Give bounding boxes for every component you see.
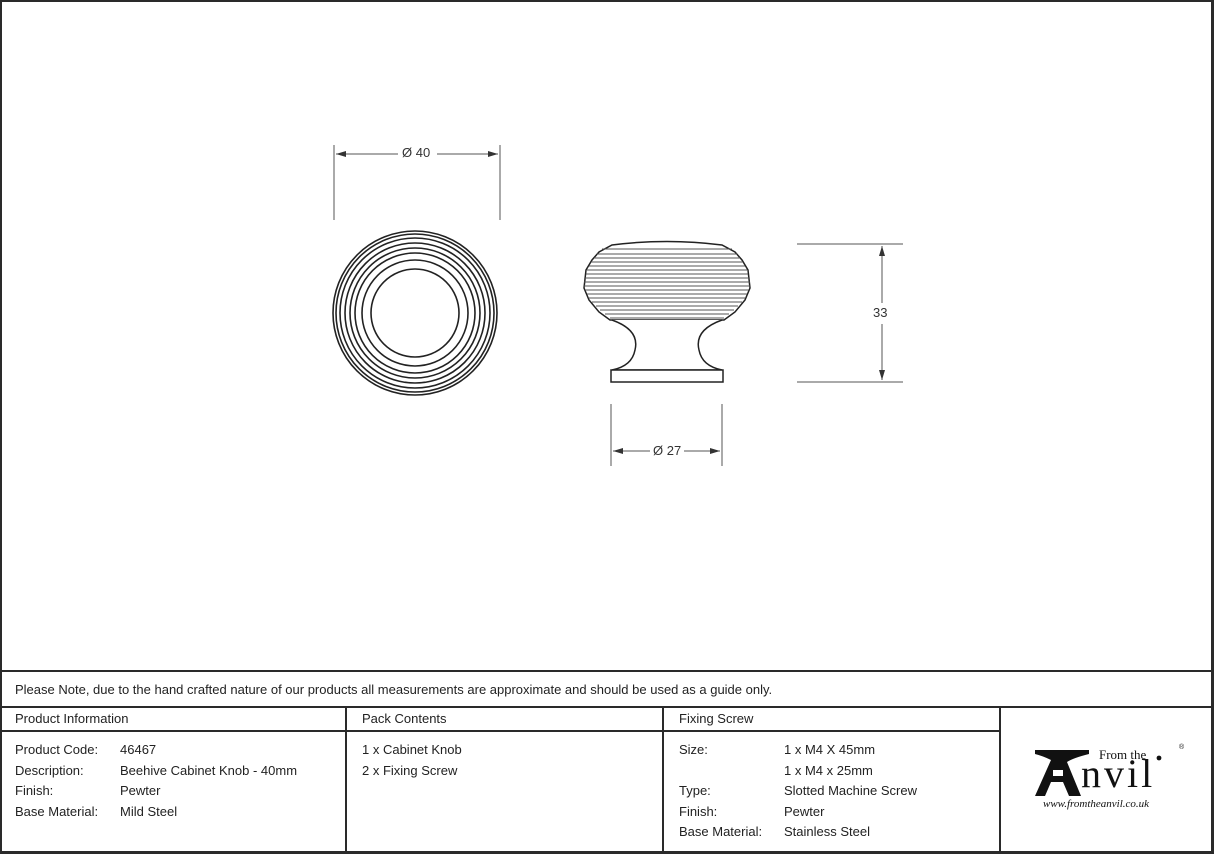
- logo-from-the: From the: [1099, 747, 1147, 762]
- note-text: Please Note, due to the hand crafted nat…: [15, 682, 773, 697]
- height-dimension: [797, 243, 903, 383]
- measurement-note: Please Note, due to the hand crafted nat…: [0, 670, 1214, 708]
- pack-item: 1 x Cabinet Knob: [362, 742, 462, 757]
- screw-row: Type:Slotted Machine Screw: [679, 783, 917, 798]
- base-dimension: [610, 404, 723, 466]
- screw-row: Base Material:Stainless Steel: [679, 824, 870, 839]
- logo-brand: nvil: [1081, 751, 1156, 796]
- top-view-dimension: [333, 145, 501, 220]
- registered-mark: ®: [1179, 744, 1185, 751]
- fixing-screw-header: Fixing Screw: [664, 708, 999, 732]
- info-row: Description:Beehive Cabinet Knob - 40mm: [15, 762, 298, 778]
- screw-row: Finish:Pewter: [679, 803, 825, 819]
- info-row: Finish:Pewter: [15, 783, 161, 798]
- technical-drawing: Ø 40 33 Ø 27: [332, 145, 903, 466]
- anvil-icon: [1035, 750, 1162, 796]
- side-view-knob: [583, 240, 751, 383]
- diameter-27-label: Ø 27: [650, 444, 685, 458]
- top-view-rings: [332, 230, 498, 396]
- product-information-header: Product Information: [0, 708, 345, 732]
- diameter-40-label: Ø 40: [399, 146, 434, 160]
- height-33-label: 33: [870, 306, 891, 320]
- from-the-anvil-logo: From the ® nvil www.fromtheanvil.co.uk: [1001, 708, 1212, 852]
- pack-contents-header: Pack Contents: [347, 708, 662, 732]
- logo-url: www.fromtheanvil.co.uk: [1043, 798, 1150, 810]
- screw-row: 1 x M4 x 25mm: [784, 762, 873, 778]
- product-information-section: Product Information Product Code:46467 D…: [0, 708, 347, 852]
- pack-item: 2 x Fixing Screw: [362, 762, 458, 778]
- pack-contents-section: Pack Contents 1 x Cabinet Knob 2 x Fixin…: [347, 708, 664, 852]
- fixing-screw-section: Fixing Screw Size:1 x M4 X 45mm 1 x M4 x…: [664, 708, 1001, 852]
- info-row: Base Material:Mild Steel: [15, 803, 178, 819]
- drawing-canvas: [332, 145, 903, 466]
- screw-row: Size:1 x M4 X 45mm: [679, 742, 876, 757]
- info-row: Product Code:46467: [15, 742, 157, 757]
